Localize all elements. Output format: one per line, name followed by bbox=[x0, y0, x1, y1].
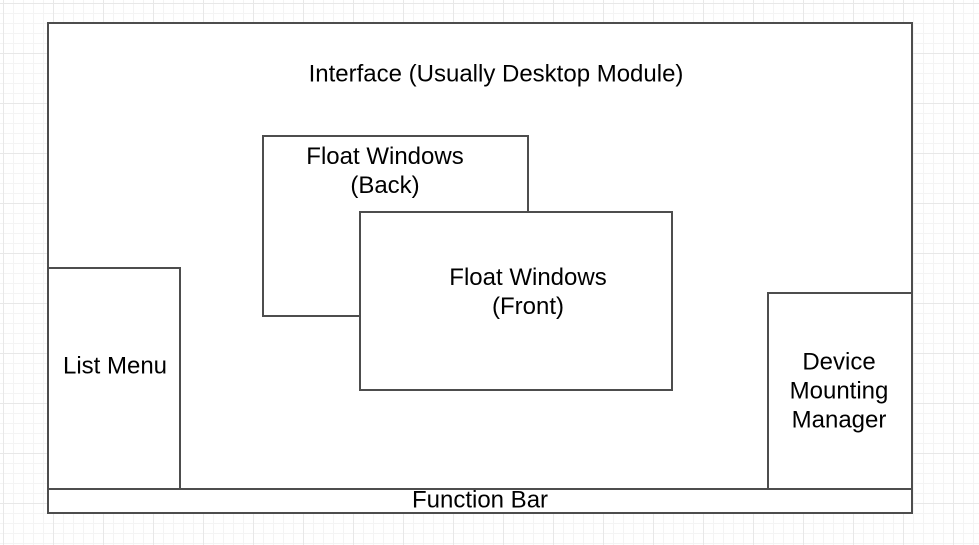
function-bar-box bbox=[47, 488, 913, 514]
list-menu-box bbox=[47, 267, 181, 491]
device-mounting-manager-label-line2: Mounting bbox=[789, 377, 889, 405]
device-mounting-manager-label-line1: Device bbox=[802, 348, 876, 376]
function-bar-label: Function Bar bbox=[411, 486, 549, 514]
float-windows-front-label-line2: (Front) bbox=[491, 293, 564, 320]
float-windows-back-label-line1: Float Windows bbox=[306, 143, 464, 170]
device-mounting-manager-label: Device Mounting Manager bbox=[790, 348, 889, 435]
float-windows-front-label-line1: Float Windows bbox=[449, 264, 607, 291]
interface-title-label: Interface (Usually Desktop Module) bbox=[308, 60, 684, 88]
list-menu-label: List Menu bbox=[62, 352, 168, 380]
device-mounting-manager-box bbox=[767, 292, 913, 491]
float-windows-front-label: Float Windows (Front) bbox=[449, 263, 606, 321]
float-windows-front-box bbox=[359, 211, 673, 391]
float-windows-back-label: Float Windows (Back) bbox=[306, 142, 463, 200]
device-mounting-manager-label-line3: Manager bbox=[791, 406, 887, 434]
float-windows-back-label-line2: (Back) bbox=[350, 172, 420, 199]
